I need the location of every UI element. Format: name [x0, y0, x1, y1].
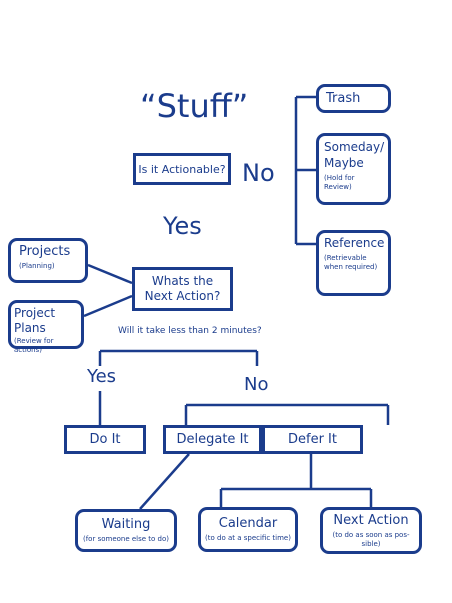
- project-plans-box: Project Plans (Review for actions): [8, 300, 84, 354]
- project-plans-sublabel: (Review for actions): [14, 337, 54, 354]
- connector-projects-to-next-action: [87, 263, 133, 285]
- connector-delegate-to-waiting: [139, 453, 190, 510]
- next-action-sublabel: (to do as soon as pos- sible): [332, 530, 410, 548]
- defer-it-box: Defer It: [262, 425, 363, 454]
- projects-box: Projects (Planning): [8, 238, 88, 283]
- no-label-top: No: [242, 159, 275, 187]
- delegate-it-box: Delegate It: [163, 425, 262, 454]
- reference-sublabel: (Retrievable when required): [324, 254, 378, 271]
- waiting-label: Waiting: [101, 517, 151, 532]
- next-action-question-box: Whats the Next Action?: [132, 267, 233, 311]
- connector-plans-to-next-action: [83, 294, 133, 318]
- actionable-question-label: Is it Actionable?: [138, 162, 226, 176]
- someday-maybe-label: Someday/ Maybe: [324, 140, 385, 170]
- calendar-label: Calendar: [218, 516, 278, 531]
- defer-it-label: Defer It: [288, 432, 337, 447]
- two-minutes-question: Will it take less than 2 minutes?: [118, 326, 262, 336]
- reference-box: Reference (Retrievable when required): [316, 230, 391, 296]
- reference-label: Reference: [324, 236, 385, 250]
- stuff-title: “Stuff”: [140, 87, 249, 125]
- do-it-box: Do It: [64, 425, 146, 454]
- someday-maybe-box: Someday/ Maybe (Hold for Review): [316, 133, 391, 205]
- yes-label-top: Yes: [163, 212, 202, 240]
- someday-maybe-sublabel: (Hold for Review): [324, 174, 355, 191]
- trash-label: Trash: [326, 91, 361, 106]
- project-plans-label: Project Plans: [14, 306, 56, 335]
- next-action-label: Next Action: [333, 512, 409, 528]
- trash-box: Trash: [316, 84, 391, 113]
- next-action-question-label: Whats the Next Action?: [144, 274, 221, 303]
- projects-sublabel: (Planning): [19, 262, 55, 270]
- actionable-question-box: Is it Actionable?: [133, 153, 231, 185]
- waiting-sublabel: (for someone else to do): [82, 535, 170, 543]
- do-it-label: Do It: [89, 432, 121, 447]
- calendar-sublabel: (to do at a specific time): [205, 534, 291, 542]
- next-action-box: Next Action (to do as soon as pos- sible…: [320, 507, 422, 554]
- yes-label-bottom: Yes: [87, 366, 117, 387]
- no-label-bottom: No: [244, 374, 269, 395]
- projects-label: Projects: [19, 244, 71, 259]
- calendar-box: Calendar (to do at a specific time): [198, 507, 298, 552]
- waiting-box: Waiting (for someone else to do): [75, 509, 177, 552]
- delegate-it-label: Delegate It: [176, 432, 249, 447]
